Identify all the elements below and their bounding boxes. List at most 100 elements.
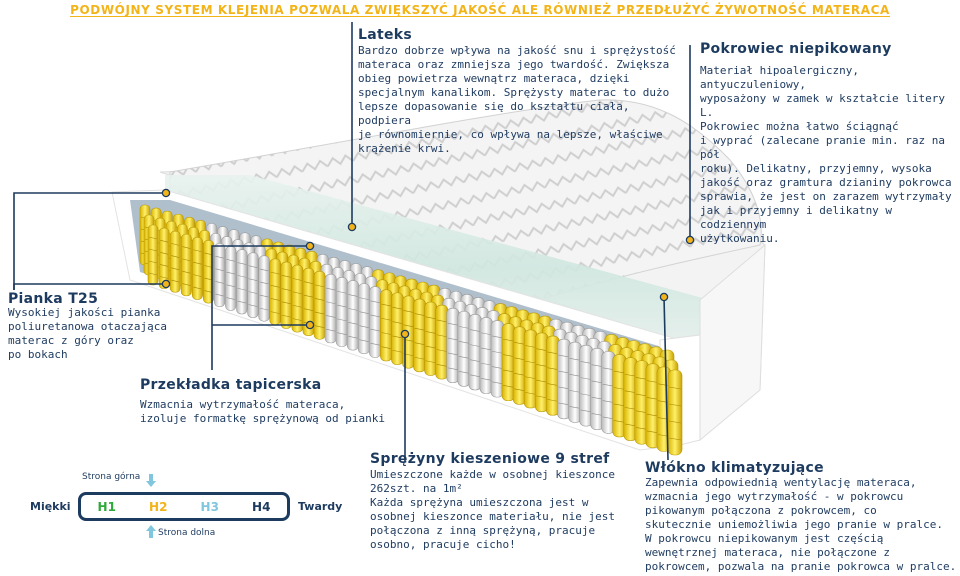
spring-coil <box>580 377 592 380</box>
spring-coil <box>348 294 358 297</box>
spring-coil <box>248 265 258 269</box>
spring-coil <box>171 255 180 258</box>
spring-coil <box>281 275 291 278</box>
spring-coil <box>337 290 347 294</box>
spring-coil <box>281 314 291 318</box>
spring <box>247 252 259 318</box>
spring-coil <box>469 344 481 347</box>
spring-coil <box>624 390 637 394</box>
spring-coil <box>536 379 548 383</box>
spring <box>490 320 504 398</box>
spring <box>446 307 460 383</box>
spring-coil <box>226 284 236 288</box>
spring-coil <box>469 329 481 332</box>
spring-coil <box>591 396 604 400</box>
spring-coil <box>403 310 414 313</box>
hardness-h1: H1 <box>97 499 116 514</box>
spring <box>391 292 404 365</box>
spring-coil <box>602 367 615 371</box>
spring-coil <box>226 271 236 275</box>
spring-coil <box>502 369 514 373</box>
spring-coil <box>148 236 158 240</box>
spring-coil <box>259 281 269 285</box>
spring-coil <box>436 349 447 352</box>
spring-coil <box>613 387 626 390</box>
spring-coil <box>314 311 325 315</box>
spring <box>214 243 226 308</box>
spring-coil <box>491 335 503 339</box>
spring-coil <box>414 313 425 316</box>
spring-coil <box>458 356 470 359</box>
spring-coil <box>425 360 436 364</box>
spring-coil <box>502 385 514 388</box>
spring-coil <box>182 270 191 274</box>
spring-coil <box>325 315 336 318</box>
spring-coil <box>182 283 191 286</box>
spring-coil <box>425 316 436 320</box>
spring-coil <box>392 335 403 339</box>
pocket-springs <box>139 204 683 456</box>
spring-coil <box>569 357 581 361</box>
spring-coil <box>469 374 481 378</box>
spring <box>180 233 192 297</box>
przekladka-description: Wzmacnia wytrzymałość materaca, izoluje … <box>140 398 386 425</box>
spring-coil <box>436 334 447 338</box>
spring-coil <box>480 347 492 351</box>
spring-coil <box>458 341 470 344</box>
spring-coil <box>292 291 303 295</box>
spring-coil <box>314 325 325 328</box>
spring-coil <box>558 402 570 406</box>
spring-coil <box>325 301 336 305</box>
spring-coil <box>569 406 581 409</box>
spring-coil <box>491 350 503 354</box>
spring <box>291 264 304 333</box>
spring-coil <box>591 364 604 367</box>
spring-coil <box>348 308 358 311</box>
spring-coil <box>414 356 425 360</box>
spring-coil <box>215 281 224 284</box>
spring <box>191 237 203 300</box>
spring-coil <box>580 361 592 364</box>
spring-coil <box>171 267 180 271</box>
spring-coil <box>182 258 191 262</box>
bottom-side-label: Strona dolna <box>158 528 216 538</box>
spring-coil <box>359 311 369 314</box>
spring-coil <box>193 274 202 277</box>
spring-coil <box>215 293 224 297</box>
spring-coil <box>547 399 559 402</box>
spring-coil <box>381 332 392 335</box>
spring-coil <box>668 386 682 390</box>
spring-coil <box>491 381 503 385</box>
lateks-title: Lateks <box>358 27 412 43</box>
spring-coil <box>525 360 537 364</box>
spring-coil <box>392 349 403 353</box>
spring-coil <box>337 318 347 322</box>
top-side-label: Strona górna <box>82 472 141 482</box>
spring-coil <box>480 362 492 366</box>
spring-coil <box>558 386 570 390</box>
sprezyny-description: Umieszczone każde w osobnej kieszonce 26… <box>370 468 616 551</box>
spring <box>346 280 359 351</box>
spring-coil <box>370 300 381 304</box>
spring-coil <box>359 325 369 328</box>
spring-coil <box>370 314 381 318</box>
spring-coil <box>248 291 258 294</box>
spring <box>169 230 181 293</box>
spring-coil <box>458 326 470 329</box>
spring-coil <box>303 308 314 311</box>
spring-coil <box>514 357 525 361</box>
spring-coil <box>370 342 381 346</box>
spring-coil <box>436 319 447 323</box>
spring-coil <box>159 252 169 255</box>
spring-coil <box>381 346 392 350</box>
arrow-up-icon <box>146 525 156 538</box>
pianka-description: Wysokiej jakości pianka poliuretanowa ot… <box>8 306 167 361</box>
spring-coil <box>591 380 604 384</box>
spring-coil <box>303 294 314 298</box>
spring-coil <box>259 307 269 311</box>
spring <box>479 317 493 394</box>
spring-coil <box>668 403 682 407</box>
spring-coil <box>303 281 314 284</box>
spring-coil <box>270 271 280 275</box>
spring-coil <box>193 286 202 290</box>
